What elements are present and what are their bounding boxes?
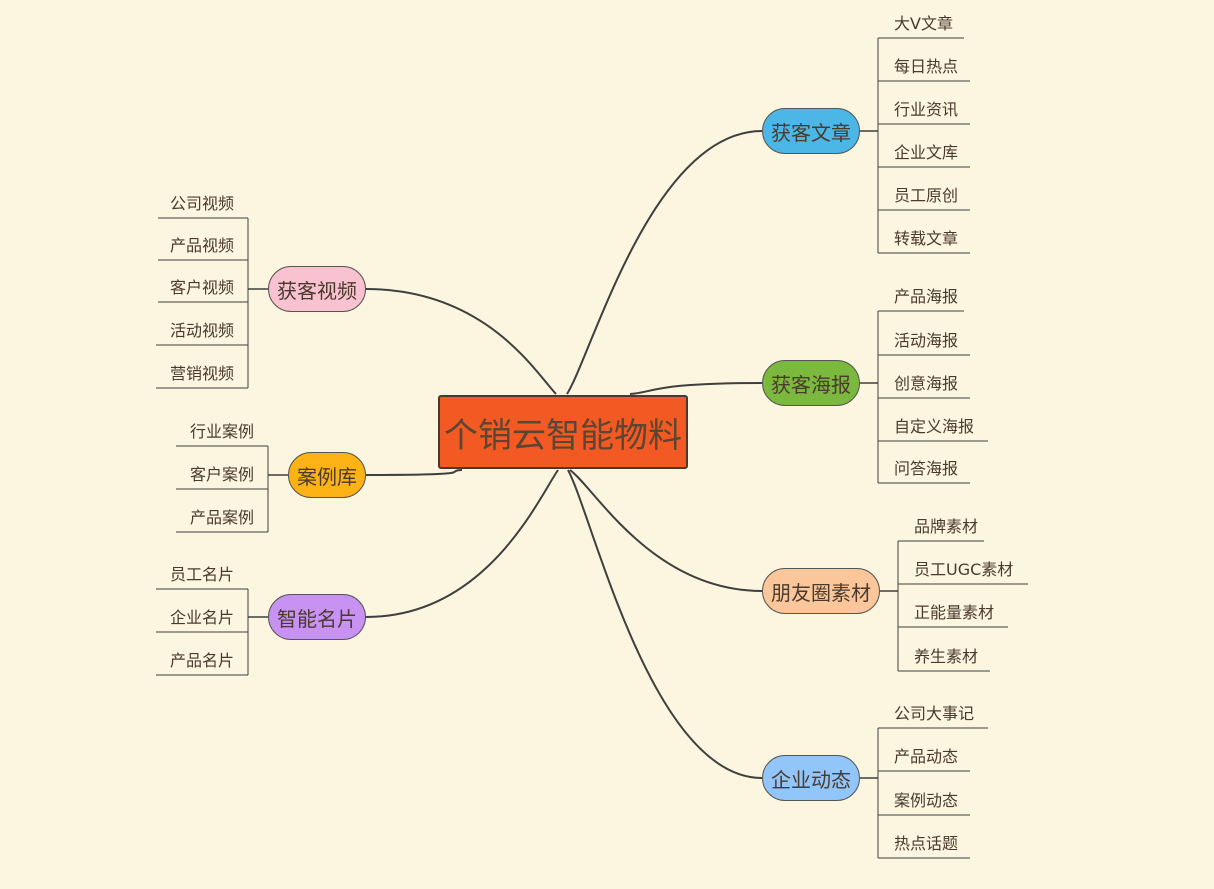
leaf-node[interactable]: 品牌素材 bbox=[914, 517, 979, 536]
leaf-node[interactable]: 产品名片 bbox=[169, 651, 234, 670]
branch-node-smart-cards[interactable]: 智能名片 bbox=[268, 594, 366, 640]
leaf-node[interactable]: 正能量素材 bbox=[914, 603, 995, 622]
branch-node-case-library[interactable]: 案例库 bbox=[288, 452, 366, 498]
leaf-node[interactable]: 产品动态 bbox=[894, 747, 959, 766]
leaf-node[interactable]: 每日热点 bbox=[894, 57, 959, 76]
leaf-node[interactable]: 员工名片 bbox=[169, 565, 234, 584]
branch-node-company-news[interactable]: 企业动态 bbox=[762, 755, 860, 801]
leaf-node[interactable]: 行业案例 bbox=[189, 422, 254, 441]
leaf-node[interactable]: 公司大事记 bbox=[894, 704, 975, 723]
leaf-node[interactable]: 产品案例 bbox=[189, 508, 254, 527]
leaf-node[interactable]: 活动海报 bbox=[894, 331, 959, 350]
branch-node-videos[interactable]: 获客视频 bbox=[268, 266, 366, 312]
leaf-node[interactable]: 产品视频 bbox=[169, 236, 234, 255]
leaf-node[interactable]: 热点话题 bbox=[894, 834, 959, 853]
leaf-node[interactable]: 企业名片 bbox=[169, 608, 234, 627]
leaf-node[interactable]: 大V文章 bbox=[894, 14, 953, 33]
leaf-node[interactable]: 案例动态 bbox=[894, 791, 959, 810]
leaf-node[interactable]: 自定义海报 bbox=[894, 417, 975, 436]
root-node[interactable]: 个销云智能物料 bbox=[438, 395, 688, 469]
leaf-node[interactable]: 养生素材 bbox=[914, 647, 979, 666]
leaf-node[interactable]: 员工原创 bbox=[894, 186, 959, 205]
leaf-node[interactable]: 问答海报 bbox=[894, 459, 959, 478]
leaf-node[interactable]: 员工UGC素材 bbox=[914, 560, 1014, 579]
branch-node-posters[interactable]: 获客海报 bbox=[762, 360, 860, 406]
leaf-node[interactable]: 行业资讯 bbox=[894, 100, 959, 119]
leaf-node[interactable]: 创意海报 bbox=[894, 374, 959, 393]
leaf-node[interactable]: 营销视频 bbox=[169, 364, 234, 383]
leaf-node[interactable]: 客户案例 bbox=[189, 465, 254, 484]
leaf-node[interactable]: 转载文章 bbox=[894, 229, 959, 248]
leaf-node[interactable]: 活动视频 bbox=[169, 321, 234, 340]
leaf-node[interactable]: 客户视频 bbox=[169, 278, 234, 297]
branch-node-articles[interactable]: 获客文章 bbox=[762, 108, 860, 154]
branch-node-moments-materials[interactable]: 朋友圈素材 bbox=[762, 568, 880, 614]
leaf-node[interactable]: 产品海报 bbox=[894, 287, 959, 306]
leaf-node[interactable]: 公司视频 bbox=[169, 194, 234, 213]
leaf-node[interactable]: 企业文库 bbox=[894, 143, 959, 162]
